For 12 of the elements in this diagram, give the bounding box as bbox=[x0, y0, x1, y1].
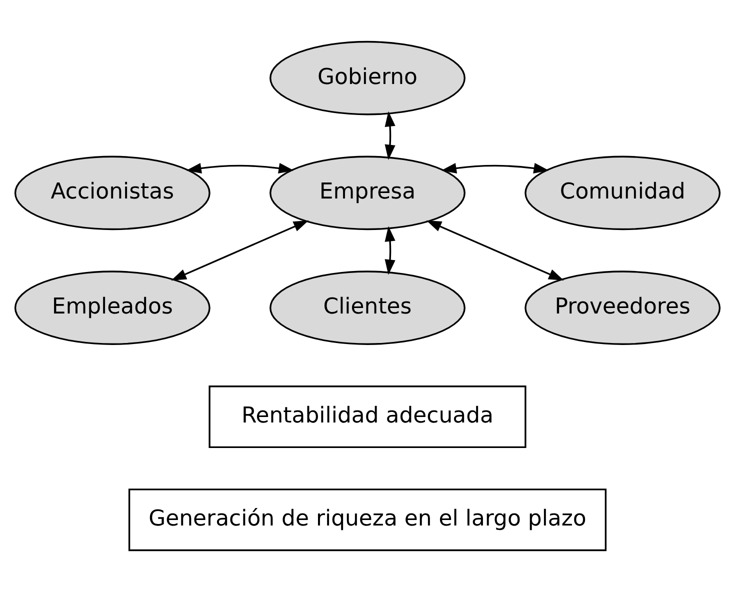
arrow bbox=[171, 220, 309, 280]
arrow bbox=[384, 226, 396, 275]
arrow bbox=[384, 111, 396, 160]
node-box: Rentabilidad adecuada bbox=[208, 386, 526, 448]
node-ellipse: Gobierno bbox=[270, 40, 466, 116]
node-ellipse: Comunidad bbox=[524, 156, 721, 230]
node-ellipse: Clientes bbox=[270, 270, 466, 345]
arrow bbox=[441, 162, 549, 174]
arrow bbox=[186, 162, 294, 174]
arrow bbox=[426, 220, 564, 280]
node-box: Generación de riqueza en el largo plazo bbox=[128, 488, 607, 552]
node-ellipse: Accionistas bbox=[14, 156, 210, 230]
